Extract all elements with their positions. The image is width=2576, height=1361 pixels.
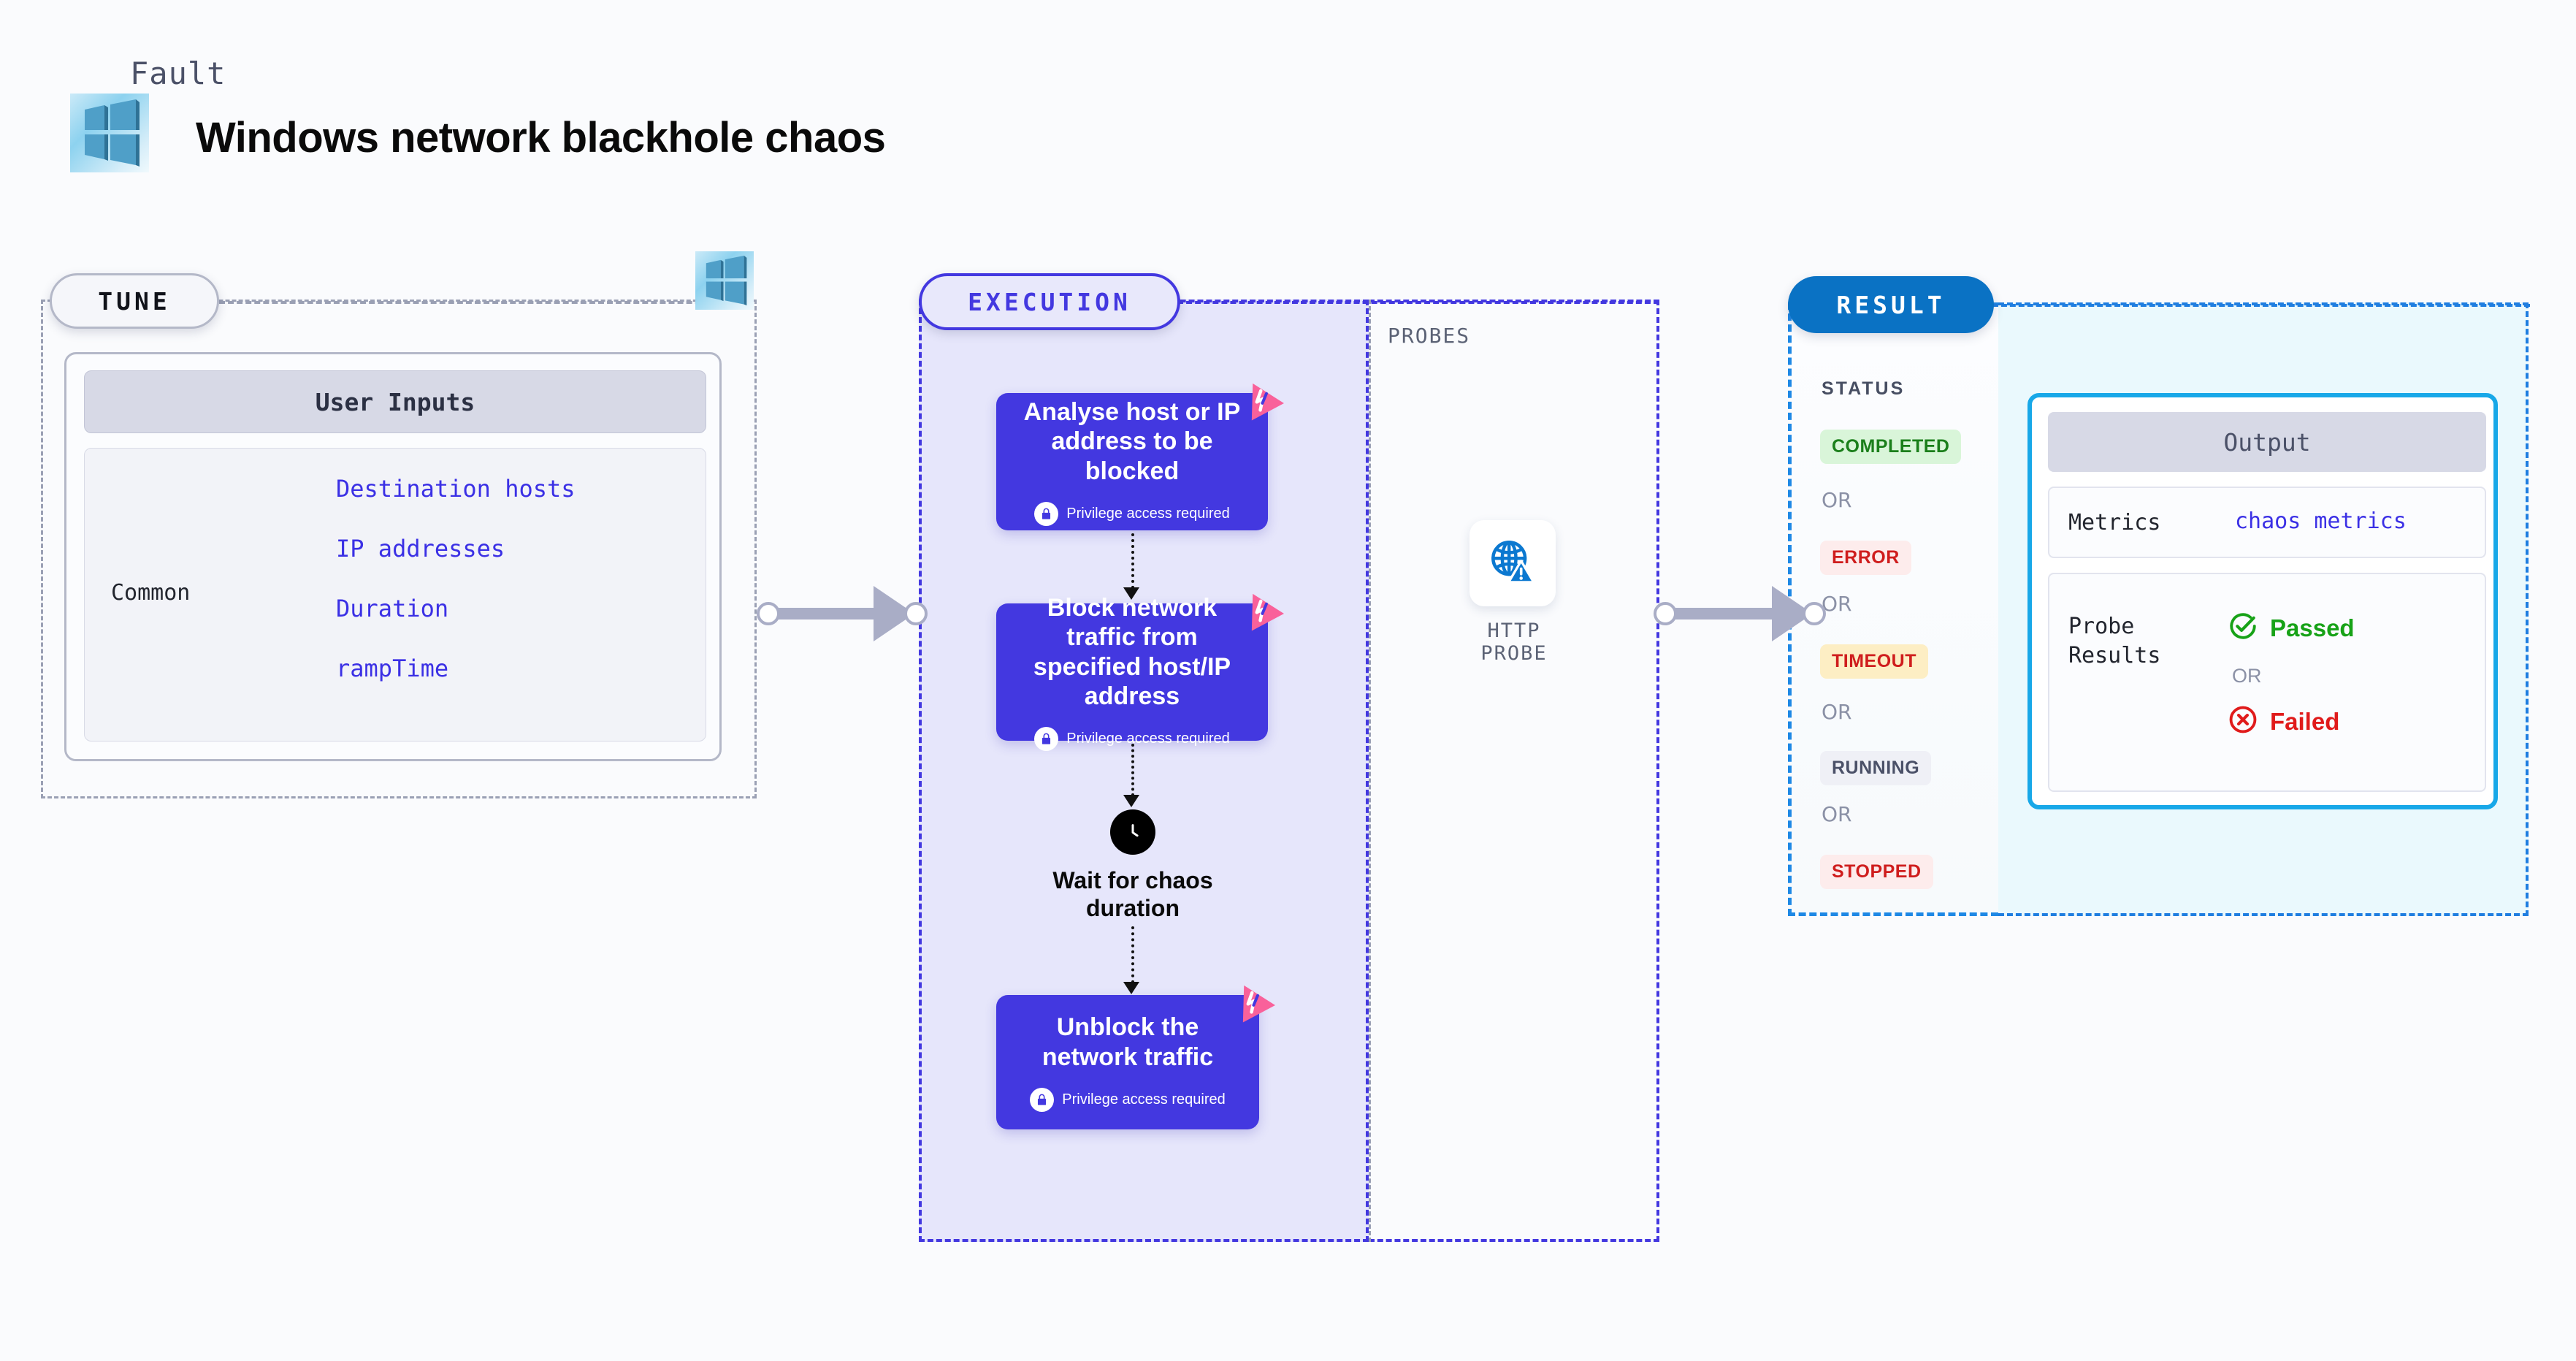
result-section-label: RESULT: [1788, 276, 1994, 333]
privilege-note-label: Privilege access required: [1066, 730, 1230, 747]
probes-section-label: PROBES: [1388, 324, 1471, 348]
probe-results-key: Probe Results: [2068, 614, 2161, 668]
litmus-chaos-icon: [1239, 377, 1284, 422]
privilege-note: Privilege access required: [1034, 501, 1230, 526]
status-column-label: STATUS: [1822, 378, 1906, 399]
user-inputs-header: User Inputs: [84, 370, 706, 433]
parameter-destination-hosts[interactable]: Destination hosts: [336, 475, 576, 503]
result-top-dashed-line: [1992, 304, 2530, 307]
user-inputs-card: User Inputs Common Destination hosts IP …: [64, 352, 722, 761]
common-group-label: Common: [111, 580, 191, 606]
litmus-chaos-icon: [1230, 979, 1275, 1024]
probe-result-failed: Failed: [2228, 704, 2339, 739]
lock-icon: [1030, 1087, 1055, 1112]
status-badge-running: RUNNING: [1820, 751, 1932, 785]
flow-arrow-3-head: [1123, 982, 1139, 994]
flow-arrow-3: [1131, 926, 1134, 983]
status-or-4: OR: [1822, 802, 1852, 826]
x-circle-icon: [2228, 704, 2258, 739]
metrics-row: Metrics chaos metrics: [2048, 487, 2486, 558]
parameter-duration[interactable]: Duration: [336, 595, 449, 622]
fault-eyebrow-label: Fault: [130, 56, 226, 91]
privilege-note: Privilege access required: [1030, 1087, 1226, 1112]
litmus-chaos-icon: [1239, 587, 1284, 633]
status-or-3: OR: [1822, 700, 1852, 724]
page-title: Windows network blackhole chaos: [196, 114, 886, 161]
windows-logo-icon: [70, 94, 149, 172]
tune-top-dashed-line: [219, 301, 736, 304]
flow-arrow-1-head: [1123, 587, 1139, 600]
flow-arrow-1: [1131, 533, 1134, 589]
probe-failed-label: Failed: [2270, 707, 2340, 735]
http-probe-button[interactable]: [1469, 520, 1556, 606]
parameter-ip-addresses[interactable]: IP addresses: [336, 535, 505, 563]
parameter-list: Destination hosts IP addresses Duration …: [336, 475, 576, 714]
execution-step-title: Analyse host or IP address to be blocked: [1023, 398, 1241, 485]
execution-top-dashed-line: [1177, 301, 1659, 304]
connector-execution-to-result: [1649, 586, 1832, 641]
output-card: Output Metrics chaos metrics Probe Resul…: [2027, 393, 2498, 809]
probe-result-or: OR: [2232, 665, 2262, 687]
clock-icon: [1110, 809, 1155, 855]
http-probe-label: HTTP PROBE: [1480, 619, 1548, 665]
probes-region: [1369, 300, 1659, 1242]
probe-results-row: Probe Results Passed OR: [2048, 573, 2486, 792]
execution-step-title: Block network traffic from specified hos…: [1033, 594, 1231, 710]
flow-arrow-2: [1131, 744, 1134, 796]
tune-windows-logo-icon: [695, 251, 754, 310]
execution-step-analyse[interactable]: Analyse host or IP address to be blocked…: [996, 383, 1284, 530]
status-badge-error: ERROR: [1820, 541, 1911, 575]
parameter-ramptime[interactable]: rampTime: [336, 655, 449, 682]
tune-region: [41, 300, 757, 798]
wait-for-chaos-duration-label: Wait for chaos duration: [1052, 867, 1213, 922]
execution-step-title: Unblock the network traffic: [1042, 1013, 1214, 1071]
lock-icon: [1034, 726, 1059, 751]
user-inputs-body: Common Destination hosts IP addresses Du…: [84, 448, 706, 742]
globe-warning-icon: [1486, 535, 1539, 592]
status-badge-timeout: TIMEOUT: [1820, 644, 1928, 679]
execution-section-label: EXECUTION: [919, 273, 1180, 330]
probe-result-passed: Passed: [2228, 611, 2355, 645]
flow-arrow-2-head: [1123, 795, 1139, 807]
metrics-key: Metrics: [2068, 510, 2161, 535]
status-or-2: OR: [1822, 592, 1852, 616]
privilege-note-label: Privilege access required: [1066, 505, 1230, 522]
output-header: Output: [2048, 412, 2486, 472]
privilege-note-label: Privilege access required: [1062, 1091, 1226, 1108]
privilege-note: Privilege access required: [1034, 726, 1230, 751]
status-badge-stopped: STOPPED: [1820, 855, 1933, 889]
check-circle-icon: [2228, 611, 2258, 645]
execution-step-block[interactable]: Block network traffic from specified hos…: [996, 593, 1284, 751]
connector-tune-to-execution: [752, 586, 932, 641]
lock-icon: [1034, 501, 1059, 526]
status-or-1: OR: [1822, 488, 1852, 512]
metrics-value[interactable]: chaos metrics: [2235, 508, 2407, 534]
probe-passed-label: Passed: [2270, 614, 2355, 641]
tune-section-label: TUNE: [50, 273, 219, 329]
status-badge-completed: COMPLETED: [1820, 430, 1962, 464]
execution-step-unblock[interactable]: Unblock the network traffic Privilege ac…: [996, 985, 1275, 1129]
probes-left-divider: [1369, 300, 1371, 1242]
